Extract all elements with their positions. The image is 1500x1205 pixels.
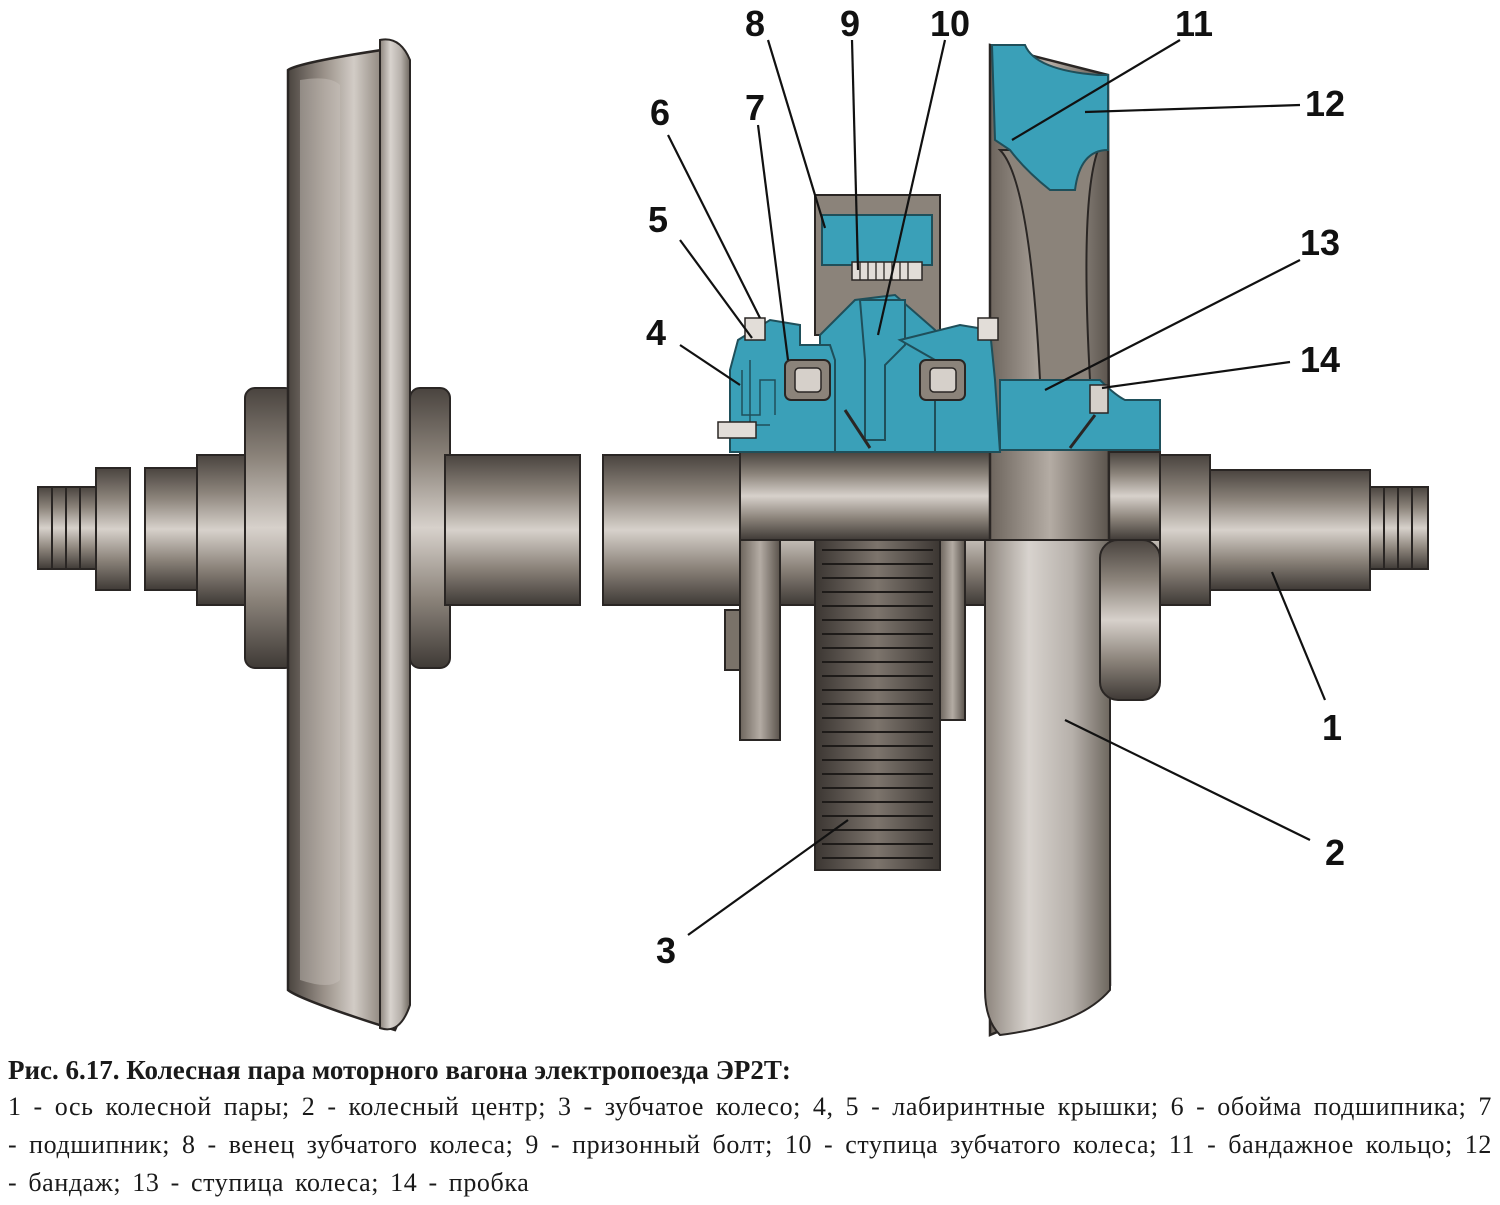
callout-4: 4 [646, 312, 666, 353]
callout-8: 8 [745, 3, 765, 44]
callout-2: 2 [1325, 832, 1345, 873]
hub-section [999, 379, 1161, 451]
callout-11: 11 [1175, 3, 1213, 44]
callout-7: 7 [745, 87, 765, 128]
figure-caption: Рис. 6.17. Колесная пара моторного вагон… [8, 1052, 1492, 1202]
callout-labels: 1 2 3 4 5 6 7 8 9 10 11 12 13 14 [646, 3, 1345, 971]
callout-10: 10 [930, 3, 970, 44]
callout-1: 1 [1322, 707, 1342, 748]
callout-12: 12 [1305, 83, 1345, 124]
wheelset-diagram: 1 2 3 4 5 6 7 8 9 10 11 12 13 14 [37, 3, 1429, 1037]
callout-3: 3 [656, 930, 676, 971]
callout-6: 6 [650, 92, 670, 133]
left-wheel [286, 38, 411, 1032]
caption-title: Рис. 6.17. Колесная пара моторного вагон… [8, 1055, 791, 1085]
callout-9: 9 [840, 3, 860, 44]
leader-lines [667, 39, 1327, 936]
callout-5: 5 [648, 199, 668, 240]
callout-13: 13 [1300, 222, 1340, 263]
bearing-assembly [717, 317, 1002, 453]
gear-wheel [724, 194, 966, 871]
right-wheel [984, 43, 1161, 1037]
callout-14: 14 [1300, 339, 1340, 380]
caption-legend: 1 - ось колесной пары; 2 - колесный цент… [8, 1092, 1492, 1197]
